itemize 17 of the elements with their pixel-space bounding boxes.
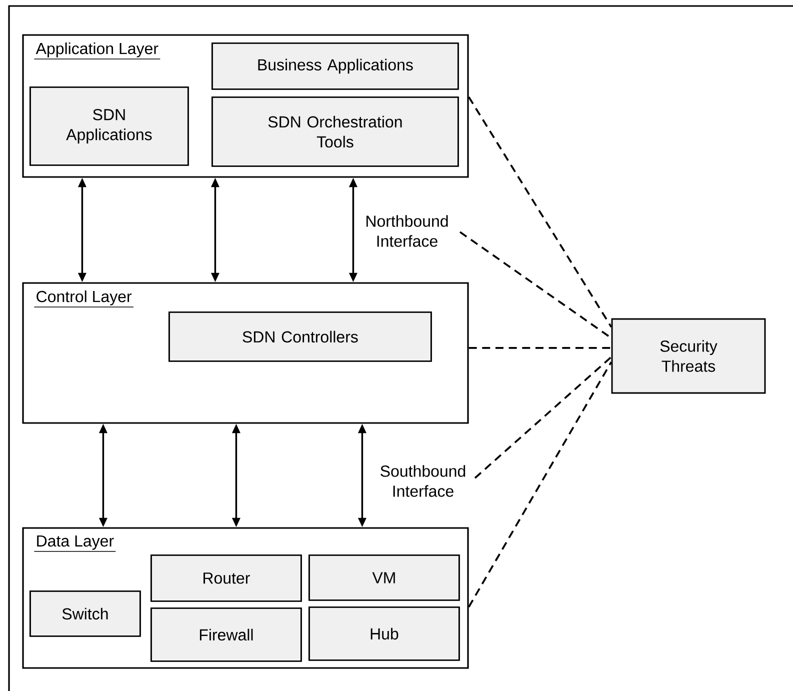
dashed-line bbox=[468, 362, 612, 608]
dashed-line bbox=[468, 96, 612, 328]
interface-label: Northbound Interface bbox=[366, 215, 448, 247]
component-box: SDN Orchestration Tools bbox=[211, 96, 459, 167]
component-box: Hub bbox=[308, 606, 460, 661]
dashed-line bbox=[468, 347, 612, 349]
interface-label: Southbound Interface bbox=[380, 465, 466, 497]
dashed-line bbox=[459, 231, 612, 339]
component-box: VM bbox=[308, 554, 460, 601]
dashed-line bbox=[474, 356, 612, 479]
component-box: Router bbox=[150, 554, 302, 602]
component-box: Security Threats bbox=[611, 318, 766, 394]
component-box: SDN Applications bbox=[29, 86, 189, 166]
component-box: SDN Controllers bbox=[168, 311, 432, 362]
component-box: Switch bbox=[29, 590, 141, 637]
component-box: Firewall bbox=[150, 607, 302, 662]
component-box: Business Applications bbox=[211, 42, 459, 90]
